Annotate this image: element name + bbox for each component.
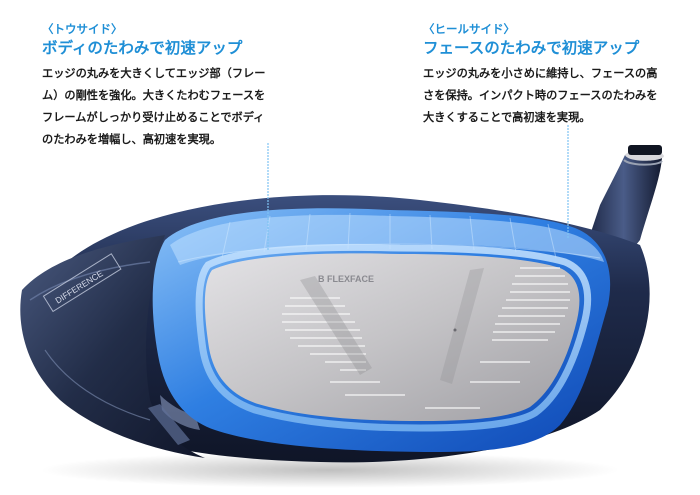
- heel-side-description: エッジの丸みを小さめに維持し、フェースの高 さを保持。インパクト時のフェースのた…: [423, 63, 693, 129]
- heel-side-label: 〈ヒールサイド〉: [423, 22, 515, 36]
- ground-shadow: [40, 452, 620, 488]
- frame-highlight: [170, 214, 604, 265]
- club-face: [204, 253, 580, 421]
- sole-panel: [20, 235, 205, 458]
- heel-side-line: エッジの丸みを小さめに維持し、フェースの高: [423, 67, 658, 80]
- toe-side-caption: 〈トウサイド〉 ボディのたわみで初速アップ エッジの丸みを大きくしてエッジ部（フ…: [42, 22, 292, 151]
- face-scorelines: [282, 267, 570, 409]
- face-engraving: B FLEXFACE: [318, 274, 374, 284]
- toe-side-line: のたわみを増幅し、高初速を実現。: [42, 133, 222, 146]
- toe-side-heading: ボディのたわみで初速アップ: [42, 39, 243, 57]
- heel-side-line: さを保持。インパクト時のフェースのたわみを: [423, 89, 658, 102]
- hosel: [585, 145, 664, 259]
- heel-side-heading: フェースのたわみで初速アップ: [423, 39, 640, 57]
- toe-side-description: エッジの丸みを大きくしてエッジ部（フレー ム）の剛性を強化。大きくたわむフェース…: [42, 63, 292, 151]
- sweet-spot-dot: [453, 328, 457, 332]
- heel-side-caption: 〈ヒールサイド〉 フェースのたわみで初速アップ エッジの丸みを小さめに維持し、フ…: [423, 22, 693, 129]
- heel-side-line: 大きくすることで高初速を実現。: [423, 111, 591, 124]
- face-rim: [195, 243, 592, 432]
- toe-side-line: フレームがしっかり受け止めることでボディ: [42, 111, 265, 124]
- toe-side-line: エッジの丸みを大きくしてエッジ部（フレー: [42, 67, 266, 80]
- toe-side-label: 〈トウサイド〉: [42, 22, 123, 36]
- toe-side-line: ム）の剛性を強化。大きくたわむフェースを: [42, 89, 266, 102]
